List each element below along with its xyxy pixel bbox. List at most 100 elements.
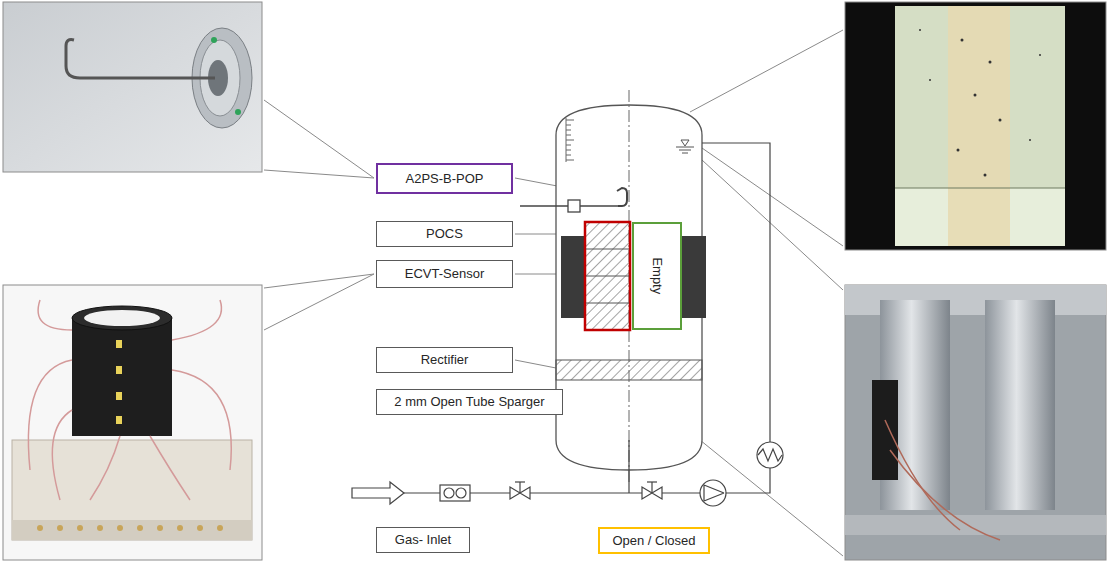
flow-meter (456, 488, 466, 498)
part-label: POCS (376, 221, 513, 247)
rig-photo (890, 450, 1000, 540)
leader-line (264, 30, 843, 556)
scale-ruler (566, 150, 571, 151)
sensor-electrodes (682, 236, 706, 318)
column-photo (919, 29, 921, 31)
ecvt-sensor-photo (177, 525, 183, 531)
piping (530, 492, 642, 493)
scale-ruler (566, 145, 571, 146)
column-photo (919, 29, 1041, 177)
leader-line (264, 170, 374, 178)
pocs-structure (586, 249, 629, 303)
label-text: POCS (426, 226, 463, 242)
rig-photo (885, 420, 960, 530)
inlet-label: Gas- Inlet (376, 527, 470, 553)
scale-ruler (566, 118, 574, 162)
ecvt-sensor-photo (116, 340, 122, 348)
piping (404, 492, 440, 493)
ecvt-sensor-photo (3, 285, 262, 560)
column-photo (845, 2, 1106, 250)
gas-valve (515, 481, 525, 482)
ecvt-sensor-photo (150, 436, 190, 500)
piping (662, 492, 700, 493)
ecvt-sensor-photo (38, 300, 72, 330)
leader-line (264, 274, 374, 330)
probe-photo (211, 37, 217, 43)
gas-arrow (352, 482, 404, 504)
probe-symbol (617, 188, 627, 206)
scale-ruler (566, 130, 571, 131)
leader-line (515, 274, 560, 275)
piping (470, 492, 510, 493)
rig-photo (985, 300, 1055, 510)
column-photo (1029, 139, 1031, 141)
probe-label: A2PS-B-POP (376, 163, 513, 194)
leader-line (264, 274, 374, 288)
ecvt-sensor-photo (52, 410, 72, 500)
scale-ruler (566, 140, 574, 141)
valve-state-label: Open / Closed (598, 527, 710, 554)
rig-photo (845, 285, 1106, 560)
column-photo (974, 94, 977, 97)
part-label: 2 mm Open Tube Sparger (376, 389, 563, 415)
probe-photo (3, 2, 262, 172)
rig-photo (845, 515, 1106, 535)
ecvt-sensor-photo (72, 318, 172, 436)
ecvt-sensor-photo (157, 525, 163, 531)
column-photo (999, 119, 1002, 122)
liquid-level (679, 150, 691, 151)
flow-meter (440, 485, 470, 501)
pump (704, 485, 724, 501)
part-label: Rectifier (376, 347, 513, 373)
heat-exchanger (758, 449, 782, 461)
column-photo (845, 2, 1106, 250)
part-label: ECVT-Sensor (376, 260, 513, 288)
probe-photo (235, 109, 241, 115)
column-photo (961, 39, 964, 42)
scale-ruler (566, 160, 574, 161)
ecvt-sensor-photo (28, 300, 231, 500)
label-text: Gas- Inlet (395, 532, 451, 548)
scale-ruler (566, 120, 574, 121)
column-photo (989, 61, 992, 64)
ecvt-sensor-photo (77, 525, 83, 531)
column-photo (1039, 54, 1041, 56)
pocs-structure (585, 222, 630, 330)
ecvt-sensor-photo (116, 416, 122, 424)
label-text: Rectifier (421, 352, 469, 368)
piping (702, 143, 770, 442)
probe-photo (66, 40, 215, 78)
ecvt-sensor-photo (197, 525, 203, 531)
column-photo (929, 79, 931, 81)
heat-exchanger (757, 442, 783, 468)
piping (726, 468, 770, 493)
column-photo (895, 188, 1065, 189)
column-photo (984, 174, 987, 177)
column-photo (957, 149, 960, 152)
empty-compartment: Empty (632, 222, 682, 330)
column-photo (948, 6, 1010, 246)
leader-line (690, 30, 843, 112)
rig-photo (885, 420, 1000, 540)
scale-ruler (566, 155, 571, 156)
leader-line (702, 160, 843, 290)
liquid-valve (642, 482, 662, 499)
piping (404, 143, 770, 493)
ecvt-sensor-photo (12, 520, 252, 540)
piping (628, 440, 629, 493)
pocs-structure (586, 303, 629, 304)
probe-symbol (568, 200, 580, 212)
ecvt-sensor-photo (97, 525, 103, 531)
ecvt-sensor-photo (116, 366, 122, 374)
ecvt-sensor-photo (172, 370, 231, 470)
ecvt-sensor-photo (57, 525, 63, 531)
rectifier-plate (556, 360, 702, 380)
heat-exchanger (757, 442, 783, 468)
ecvt-sensor-photo (117, 525, 123, 531)
scale-ruler (566, 125, 571, 126)
liquid-level (682, 153, 688, 154)
gas-valve (519, 482, 520, 493)
